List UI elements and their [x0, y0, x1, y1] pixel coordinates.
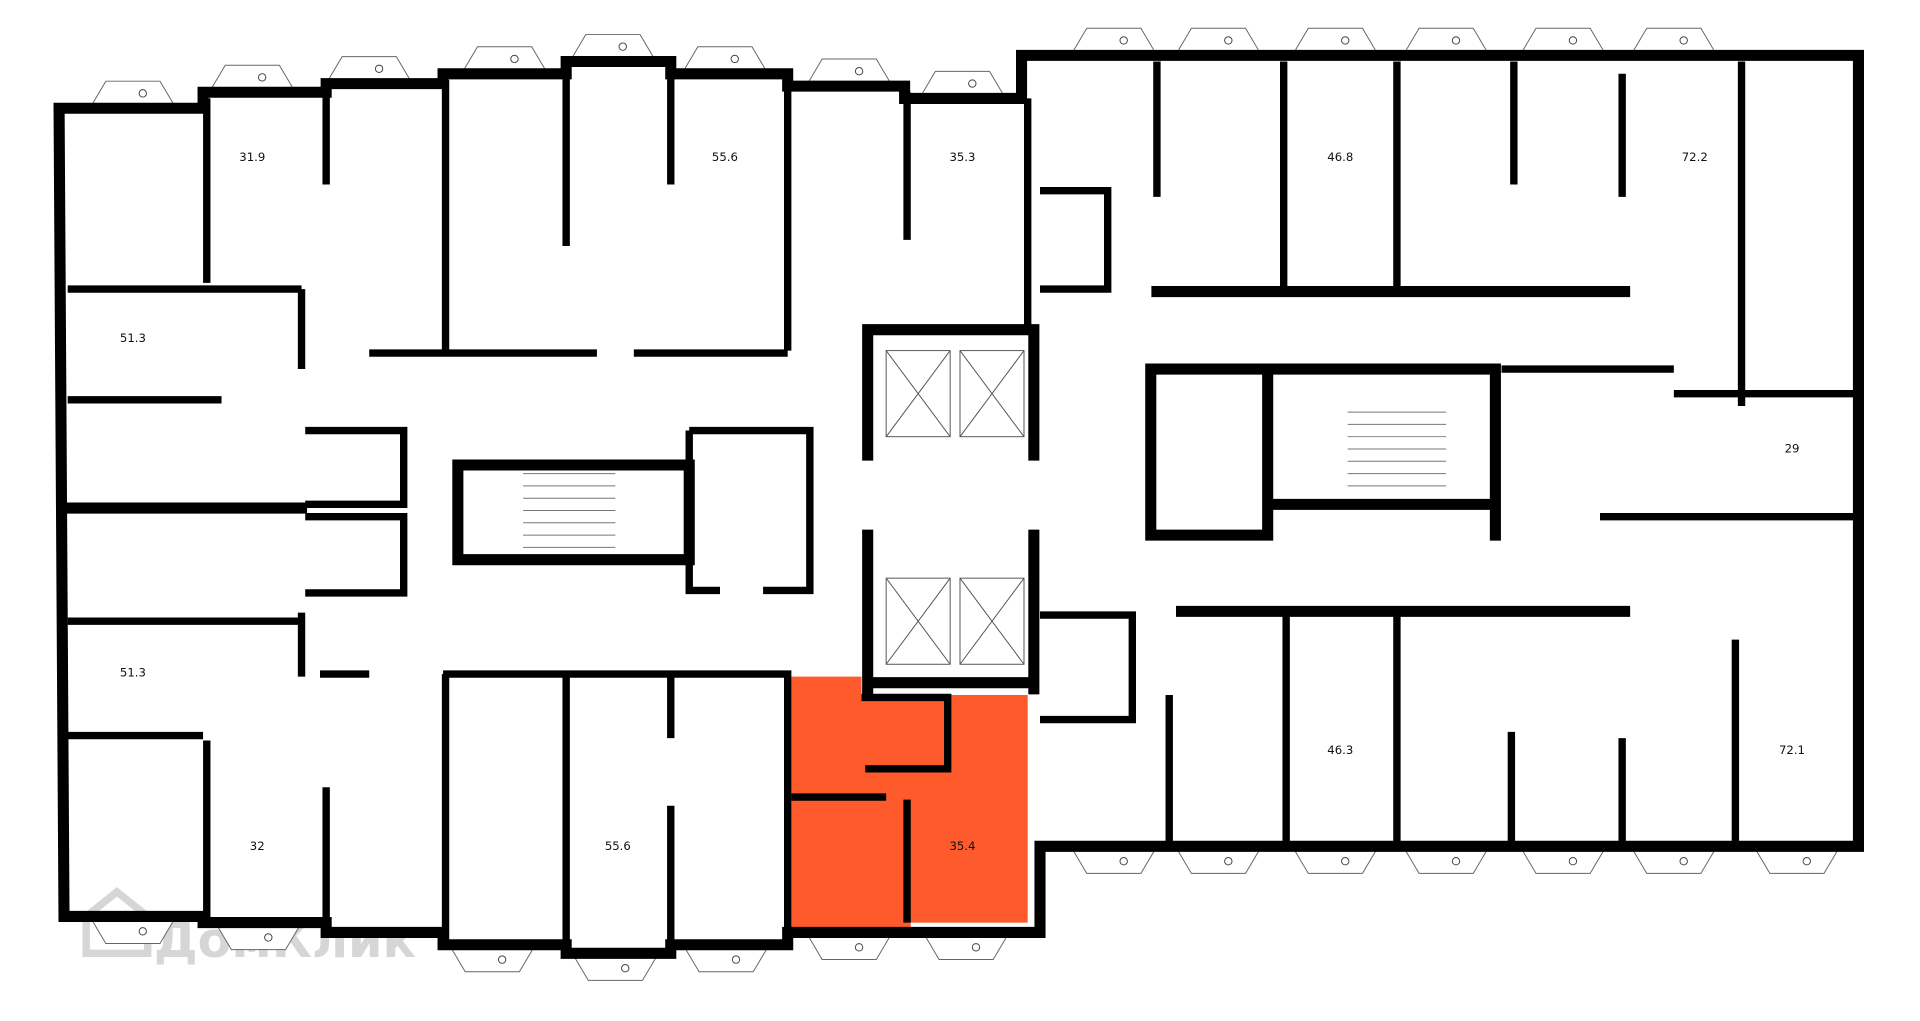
window-bay [1519, 846, 1607, 874]
ac-unit-icon [1568, 857, 1578, 866]
ac-unit-icon [264, 933, 273, 942]
ac-unit-icon [510, 54, 519, 64]
ac-unit-icon [1679, 36, 1688, 45]
ac-unit-icon [730, 54, 739, 64]
ac-unit-icon [854, 67, 864, 76]
window-bay [918, 70, 1006, 99]
area-labels: 31.9 55.6 35.3 46.8 72.2 51.3 29 51.3 46… [120, 150, 1805, 853]
ac-unit-icon [138, 89, 147, 98]
window-bay [805, 58, 893, 87]
ac-unit-icon [1119, 857, 1128, 866]
ac-unit-icon [1451, 36, 1461, 45]
window-bay [569, 33, 657, 62]
unit-area-label: 72.1 [1779, 743, 1805, 757]
window-bay [1174, 27, 1262, 56]
ac-unit-icon [257, 73, 267, 82]
selected-unit-area-label: 35.4 [949, 839, 975, 853]
window-bay [1402, 27, 1490, 56]
unit-area-label: 35.3 [949, 150, 975, 164]
ac-unit-icon [1679, 857, 1688, 866]
stairs [523, 411, 1447, 548]
window-bay [1753, 846, 1841, 874]
ac-unit-icon [1119, 36, 1128, 45]
ac-unit-icon [1224, 36, 1233, 45]
unit-area-label: 46.3 [1327, 743, 1353, 757]
window-bay [1070, 846, 1158, 874]
ac-unit-icon [1568, 36, 1578, 45]
ac-unit-icon [1451, 857, 1461, 866]
ac-unit-icon [374, 64, 384, 73]
window-bay [922, 932, 1010, 960]
unit-area-label: 55.6 [605, 839, 631, 853]
unit-area-label: 46.8 [1327, 150, 1353, 164]
unit-area-label: 72.2 [1682, 150, 1708, 164]
window-bay [682, 944, 770, 973]
ac-unit-icon [1224, 857, 1233, 866]
window-bay [448, 944, 536, 973]
unit-area-label: 31.9 [239, 150, 265, 164]
window-bay [325, 56, 413, 84]
window-bay [461, 46, 549, 75]
unit-area-label: 51.3 [120, 331, 146, 345]
window-bay [805, 932, 893, 960]
ac-unit-icon [618, 42, 627, 51]
ac-unit-icon [1341, 857, 1350, 866]
window-bay [1519, 27, 1607, 56]
windows [89, 27, 1841, 981]
window-bay [1630, 846, 1718, 874]
window-bay [1291, 846, 1379, 874]
ac-unit-icon [1341, 36, 1350, 45]
ac-unit-icon [731, 955, 741, 964]
window-bay [89, 916, 177, 944]
ac-unit-icon [854, 943, 864, 952]
unit-area-label: 51.3 [120, 666, 146, 680]
window-bay [1174, 846, 1262, 874]
ac-unit-icon [971, 943, 981, 952]
unit-area-label: 55.6 [712, 150, 738, 164]
ac-unit-icon [497, 955, 507, 964]
window-bay [1402, 846, 1490, 874]
window-bay [1070, 27, 1158, 56]
ac-unit-icon [138, 927, 147, 936]
unit-area-label: 32 [250, 839, 265, 853]
window-bay [1630, 27, 1718, 56]
ac-unit-icon [968, 79, 977, 88]
ac-unit-icon [621, 964, 630, 973]
window-bay [208, 64, 296, 93]
window-bay [89, 80, 177, 109]
window-bay [1291, 27, 1379, 56]
ac-unit-icon [1802, 857, 1811, 866]
window-bay [571, 953, 659, 981]
walls [53, 49, 1864, 959]
elevators [885, 350, 1025, 665]
window-bay [214, 922, 302, 951]
unit-area-label: 29 [1785, 442, 1800, 456]
window-bay [681, 46, 769, 75]
